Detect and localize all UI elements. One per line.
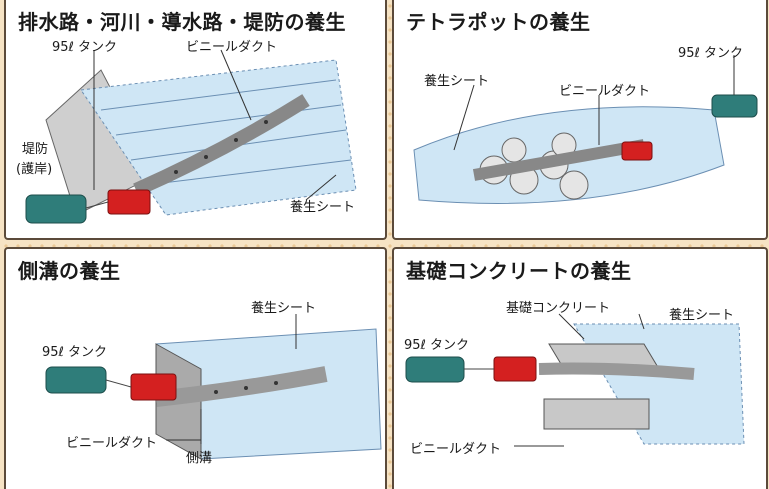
jet-heater-icon — [493, 356, 537, 382]
vinyl-duct-icon — [155, 366, 328, 407]
duct-leader — [220, 49, 252, 121]
tetrapod-illustration — [413, 55, 758, 204]
foundation-illustration — [405, 313, 745, 447]
vinyl-duct-icon — [472, 139, 646, 181]
panel-drainage: 排水路・河川・導水路・堤防の養生 95ℓ タンク ビニールダクト 堤防 (護岸)… — [4, 0, 387, 240]
label-bank-sub: (護岸) — [16, 162, 53, 177]
label-duct: ビニールダクト — [186, 40, 278, 55]
label-duct: ビニールダクト — [410, 442, 502, 457]
hose-line — [105, 379, 132, 388]
vinyl-duct-icon — [538, 362, 695, 380]
sheet-leader — [453, 84, 475, 151]
label-sheet: 養生シート — [424, 74, 490, 89]
label-sheet: 養生シート — [290, 200, 356, 215]
panel-title: 側溝の養生 — [18, 259, 121, 283]
vinyl-duct-icon — [133, 94, 310, 197]
label-bank: 堤防 — [22, 142, 49, 157]
water-tank-icon — [711, 94, 758, 118]
label-sheet: 養生シート — [669, 308, 735, 323]
panel-tetrapod: テトラポットの養生 95ℓ タンク 養生シート ビニールダクト — [392, 0, 768, 240]
label-concrete: 基礎コンクリート — [506, 301, 611, 316]
jet-heater-icon — [621, 141, 653, 161]
water-tank-icon — [405, 356, 465, 383]
panel-side-gutter: 側溝の養生 養生シート 95ℓ タンク ビニールダクト 側溝 — [4, 247, 387, 489]
sheet-leader — [638, 313, 645, 330]
duct-holes — [214, 381, 278, 394]
duct-holes — [174, 120, 268, 174]
jet-heater-icon — [130, 373, 177, 401]
hose-line — [85, 201, 109, 209]
panel-title: テトラポットの養生 — [406, 10, 591, 34]
label-duct: ビニールダクト — [559, 84, 651, 99]
concrete-footing — [543, 398, 650, 430]
label-tank: 95ℓ タンク — [678, 46, 744, 61]
label-sheet: 養生シート — [251, 301, 317, 316]
panel-foundation: 基礎コンクリートの養生 基礎コンクリート 養生シート 95ℓ タンク ビニールダ… — [392, 247, 768, 489]
label-tank: 95ℓ タンク — [404, 338, 470, 353]
jet-heater-icon — [107, 189, 151, 215]
panel-title: 基礎コンクリートの養生 — [406, 259, 632, 283]
label-tank: 95ℓ タンク — [52, 40, 118, 55]
water-tank-icon — [25, 194, 87, 224]
panel-title: 排水路・河川・導水路・堤防の養生 — [18, 10, 346, 34]
label-duct: ビニールダクト — [66, 436, 158, 451]
concrete-leader — [558, 313, 585, 340]
drainage-illustration — [25, 49, 357, 224]
label-tank: 95ℓ タンク — [42, 345, 108, 360]
water-tank-icon — [45, 366, 107, 394]
label-gutter: 側溝 — [186, 451, 213, 466]
sheet-leader — [305, 174, 337, 201]
gutter-illustration — [45, 314, 382, 460]
